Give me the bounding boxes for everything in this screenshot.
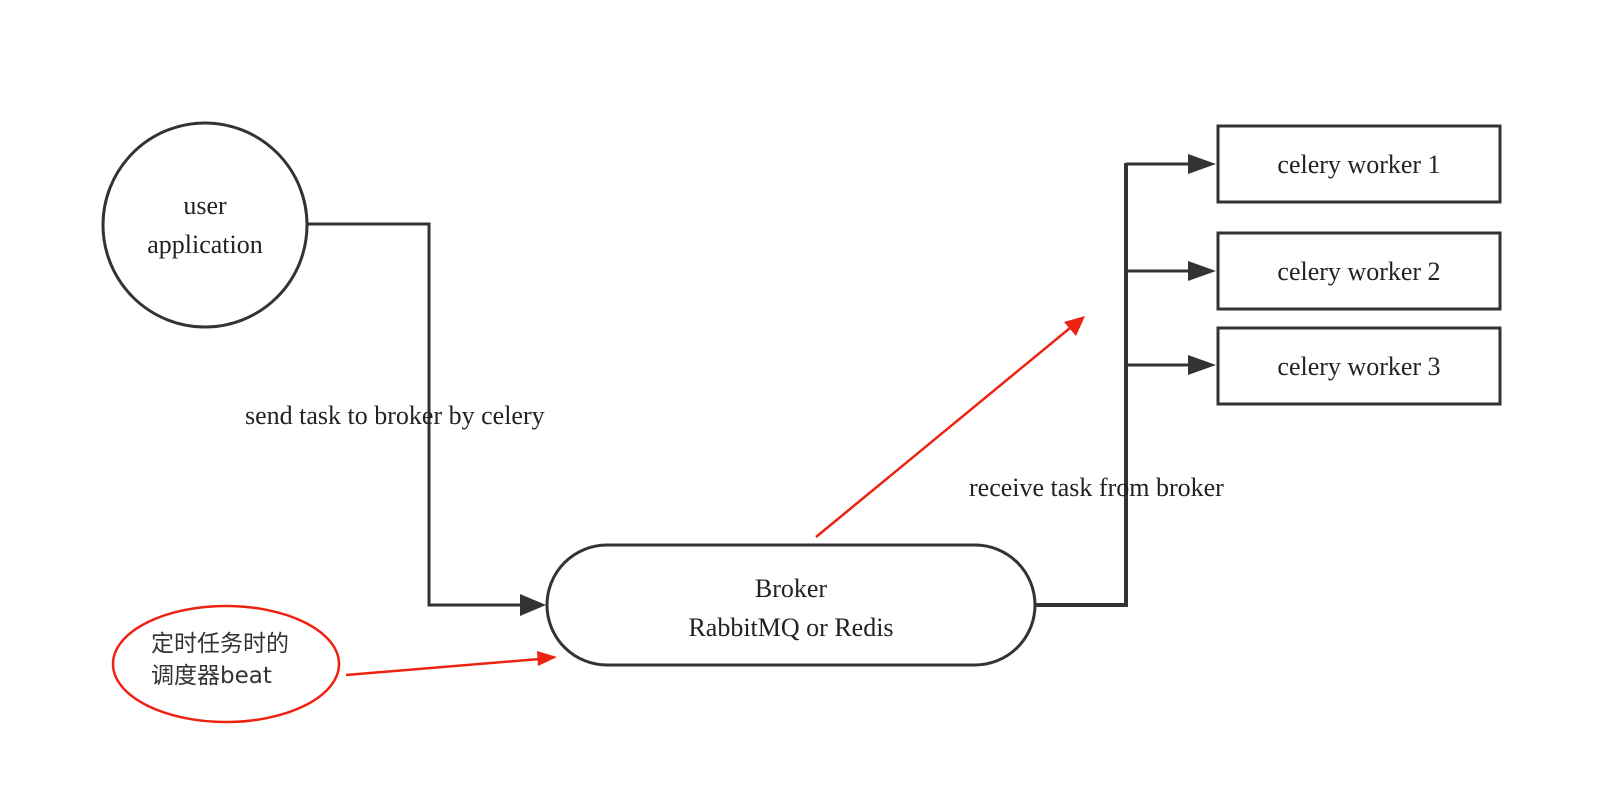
broker-node: Broker RabbitMQ or Redis <box>545 543 1037 667</box>
beat-scheduler-ellipse <box>111 604 341 724</box>
user-application-node: user application <box>101 121 309 329</box>
beat-scheduler-annotation: 定时任务时的 调度器beat <box>111 604 341 724</box>
send-task-connector <box>307 222 520 607</box>
red-arrow-up-line <box>815 327 1071 538</box>
user-application-label-line1: user <box>183 191 227 220</box>
send-task-label: send task to broker by celery <box>245 401 545 430</box>
user-application-label-line2: application <box>147 230 263 259</box>
broker-label-line2: RabbitMQ or Redis <box>688 613 893 642</box>
worker-3-label: celery worker 3 <box>1277 352 1440 381</box>
worker-1-label: celery worker 1 <box>1277 150 1440 179</box>
worker-2-box <box>1216 231 1502 311</box>
beat-annotation-line2: 调度器beat <box>151 663 272 689</box>
worker-3-arrowhead <box>1188 355 1216 375</box>
send-task-edge: send task to broker by celery <box>245 222 546 616</box>
worker-node-1: celery worker 1 <box>1216 124 1502 204</box>
receive-task-label: receive task from broker <box>969 473 1224 502</box>
receive-task-trunk <box>1035 163 1128 607</box>
worker-1-box <box>1216 124 1502 204</box>
red-arrow-beat-head <box>537 651 557 666</box>
send-task-arrowhead <box>520 594 546 616</box>
worker-3-box <box>1216 326 1502 406</box>
worker-1-arrowhead <box>1188 154 1216 174</box>
red-arrow-beat-line <box>345 657 541 677</box>
receive-task-edge: receive task from broker <box>969 154 1224 607</box>
beat-annotation-line1: 定时任务时的 <box>151 631 289 657</box>
worker-node-3: celery worker 3 <box>1216 326 1502 406</box>
worker-node-2: celery worker 2 <box>1216 231 1502 311</box>
red-annotation-arrow-beat <box>345 651 557 677</box>
broker-label-line1: Broker <box>755 574 828 603</box>
user-application-circle <box>101 121 309 329</box>
red-arrow-up-head <box>1064 316 1085 336</box>
red-annotation-arrow-up <box>815 316 1085 538</box>
worker-2-arrowhead <box>1188 261 1216 281</box>
broker-shape <box>545 543 1037 667</box>
worker-2-label: celery worker 2 <box>1277 257 1440 286</box>
